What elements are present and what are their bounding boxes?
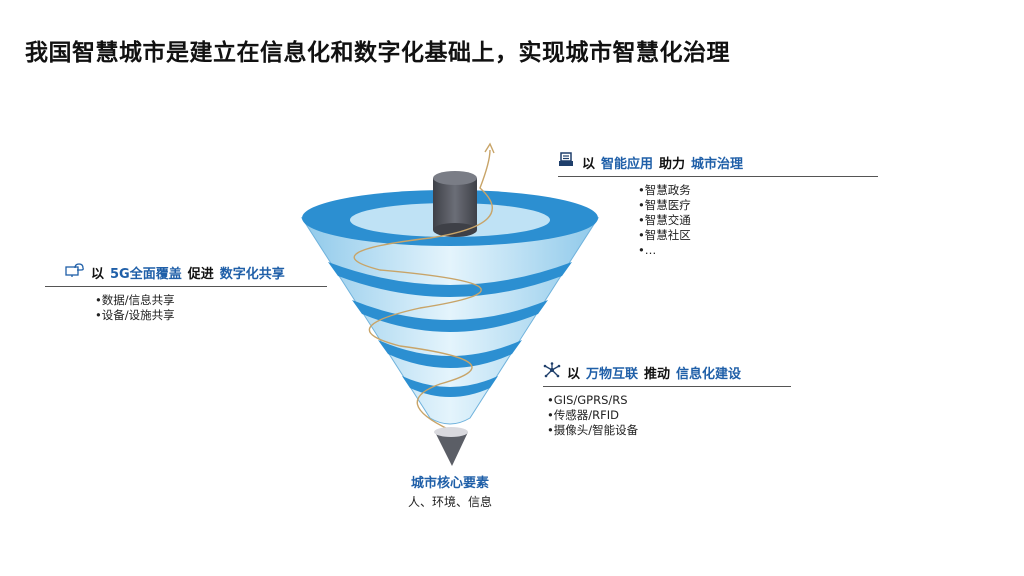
list-item: •…: [638, 243, 878, 258]
section-divider: [45, 286, 327, 287]
list-item: •GIS/GPRS/RS: [547, 393, 791, 408]
list-item: •数据/信息共享: [95, 293, 327, 308]
section-iot: 以万物互联推动信息化建设 •GIS/GPRS/RS •传感器/RFID •摄像头…: [543, 362, 791, 438]
network-icon: [543, 362, 561, 382]
list-item: •智慧政务: [638, 183, 878, 198]
bullet-list: •智慧政务 •智慧医疗 •智慧交通 •智慧社区 •…: [638, 183, 878, 258]
document-icon: [558, 152, 576, 172]
section-divider: [543, 386, 791, 387]
section-divider: [558, 176, 878, 177]
page-title: 我国智慧城市是建立在信息化和数字化基础上，实现城市智慧化治理: [25, 33, 730, 67]
core-elements: 城市核心要素 人、环境、信息: [380, 472, 520, 510]
list-item: •智慧交通: [638, 213, 878, 228]
list-item: •智慧医疗: [638, 198, 878, 213]
cloud-monitor-icon: [65, 262, 85, 282]
list-item: •智慧社区: [638, 228, 878, 243]
list-item: •设备/设施共享: [95, 308, 327, 323]
section-smart-apps: 以智能应用助力城市治理 •智慧政务 •智慧医疗 •智慧交通 •智慧社区 •…: [558, 152, 878, 258]
list-item: •摄像头/智能设备: [547, 423, 791, 438]
list-item: •传感器/RFID: [547, 408, 791, 423]
core-title: 城市核心要素: [380, 472, 520, 491]
bullet-list: •数据/信息共享 •设备/设施共享: [95, 293, 327, 323]
core-subtitle: 人、环境、信息: [380, 493, 520, 510]
bullet-list: •GIS/GPRS/RS •传感器/RFID •摄像头/智能设备: [547, 393, 791, 438]
cylinder: [433, 178, 477, 230]
bottom-cone: [435, 432, 468, 466]
